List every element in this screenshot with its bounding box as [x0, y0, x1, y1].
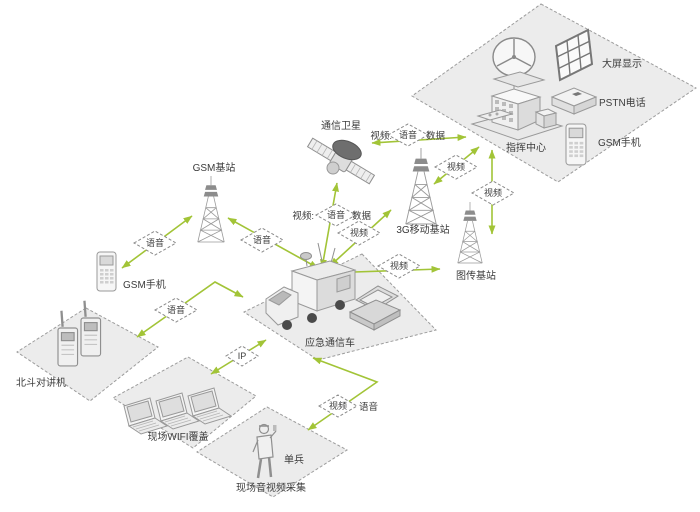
- pstn-phone-icon: [550, 87, 598, 115]
- edge-label-video: 视频: [433, 154, 479, 180]
- label-wifi: 现场WIFI覆盖: [147, 430, 208, 443]
- label-vehicle: 应急通信车: [305, 336, 355, 349]
- edge-labels: 语音 语音 语音 IP 视频 语音 视频: 语音 数据 视频: 语音: [132, 123, 516, 418]
- edge-label-video-voice-data: 视频: 语音 数据: [370, 123, 446, 147]
- label-gsm-bts: GSM基站: [193, 161, 236, 174]
- edge-label-video-voice-data: 视频: 语音 数据: [292, 203, 372, 227]
- soldier-icon: [252, 423, 277, 479]
- link-soldier-vehicle: [307, 357, 379, 431]
- radar-dish-icon: [492, 37, 546, 88]
- svg-text:视频:: 视频:: [370, 130, 392, 142]
- region-command-center: [411, 3, 697, 183]
- gsm-phone-left-icon: [96, 251, 117, 292]
- label-video-bts: 图传基站: [456, 269, 496, 282]
- edge-label-video: 视频: [470, 180, 516, 206]
- regions: [16, 3, 697, 498]
- sat-terminal-case-icon: [348, 285, 402, 331]
- svg-text:语音: 语音: [359, 401, 378, 413]
- label-satellite: 通信卫星: [321, 120, 361, 132]
- video-tower-icon: [457, 201, 483, 264]
- edge-label-video-voice: 视频 语音: [318, 394, 378, 418]
- vehicle-icon: [265, 242, 357, 330]
- label-beidou: 北斗对讲机: [16, 376, 66, 389]
- edge-label-ip: IP: [225, 345, 259, 367]
- label-gsm-phone-right: GSM手机: [598, 136, 641, 149]
- label-command-center: 指挥中心: [506, 141, 546, 154]
- svg-text:语音: 语音: [399, 129, 417, 140]
- gsm-phone-right-icon: [565, 123, 587, 166]
- link-vehicle-satellite: [320, 182, 339, 269]
- label-pstn: PSTN电话: [599, 96, 646, 109]
- label-soldier: 单兵: [284, 453, 304, 466]
- walkie-talkie-icon: [79, 299, 102, 358]
- svg-text:数据: 数据: [426, 130, 446, 142]
- svg-text:语音: 语音: [146, 237, 164, 248]
- icons: [56, 28, 598, 479]
- svg-text:IP: IP: [238, 351, 247, 361]
- svg-text:视频: 视频: [484, 187, 502, 198]
- edge-label-voice: 语音: [153, 297, 199, 323]
- 3g-tower-icon: [405, 147, 437, 225]
- svg-text:视频: 视频: [350, 227, 368, 238]
- svg-text:数据: 数据: [352, 210, 372, 222]
- svg-text:语音: 语音: [327, 209, 345, 220]
- edge-label-video: 视频: [376, 253, 422, 279]
- svg-text:视频: 视频: [390, 260, 408, 271]
- svg-text:视频:: 视频:: [292, 210, 314, 222]
- svg-text:语音: 语音: [253, 234, 271, 245]
- link-beidou-vehicle: [136, 281, 244, 338]
- label-av-capture: 现场音视频采集: [236, 481, 306, 494]
- edge-label-voice: 语音: [239, 227, 285, 253]
- label-3g-bts: 3G移动基站: [396, 223, 449, 236]
- node-labels: GSM基站 通信卫星 GSM手机 北斗对讲机 现场WIFI覆盖 应急通信车 单兵…: [16, 57, 646, 494]
- edge-label-voice: 语音: [132, 230, 178, 256]
- big-screen-icon: [554, 28, 594, 82]
- svg-text:视频: 视频: [329, 400, 347, 411]
- gsm-tower-icon: [197, 175, 225, 243]
- label-gsm-phone-left: GSM手机: [123, 278, 166, 291]
- satellite-icon: [306, 137, 376, 185]
- svg-text:视频: 视频: [447, 161, 465, 172]
- edge-label-video: 视频: [336, 220, 382, 246]
- label-big-screen: 大屏显示: [602, 57, 642, 70]
- svg-text:语音: 语音: [167, 304, 185, 315]
